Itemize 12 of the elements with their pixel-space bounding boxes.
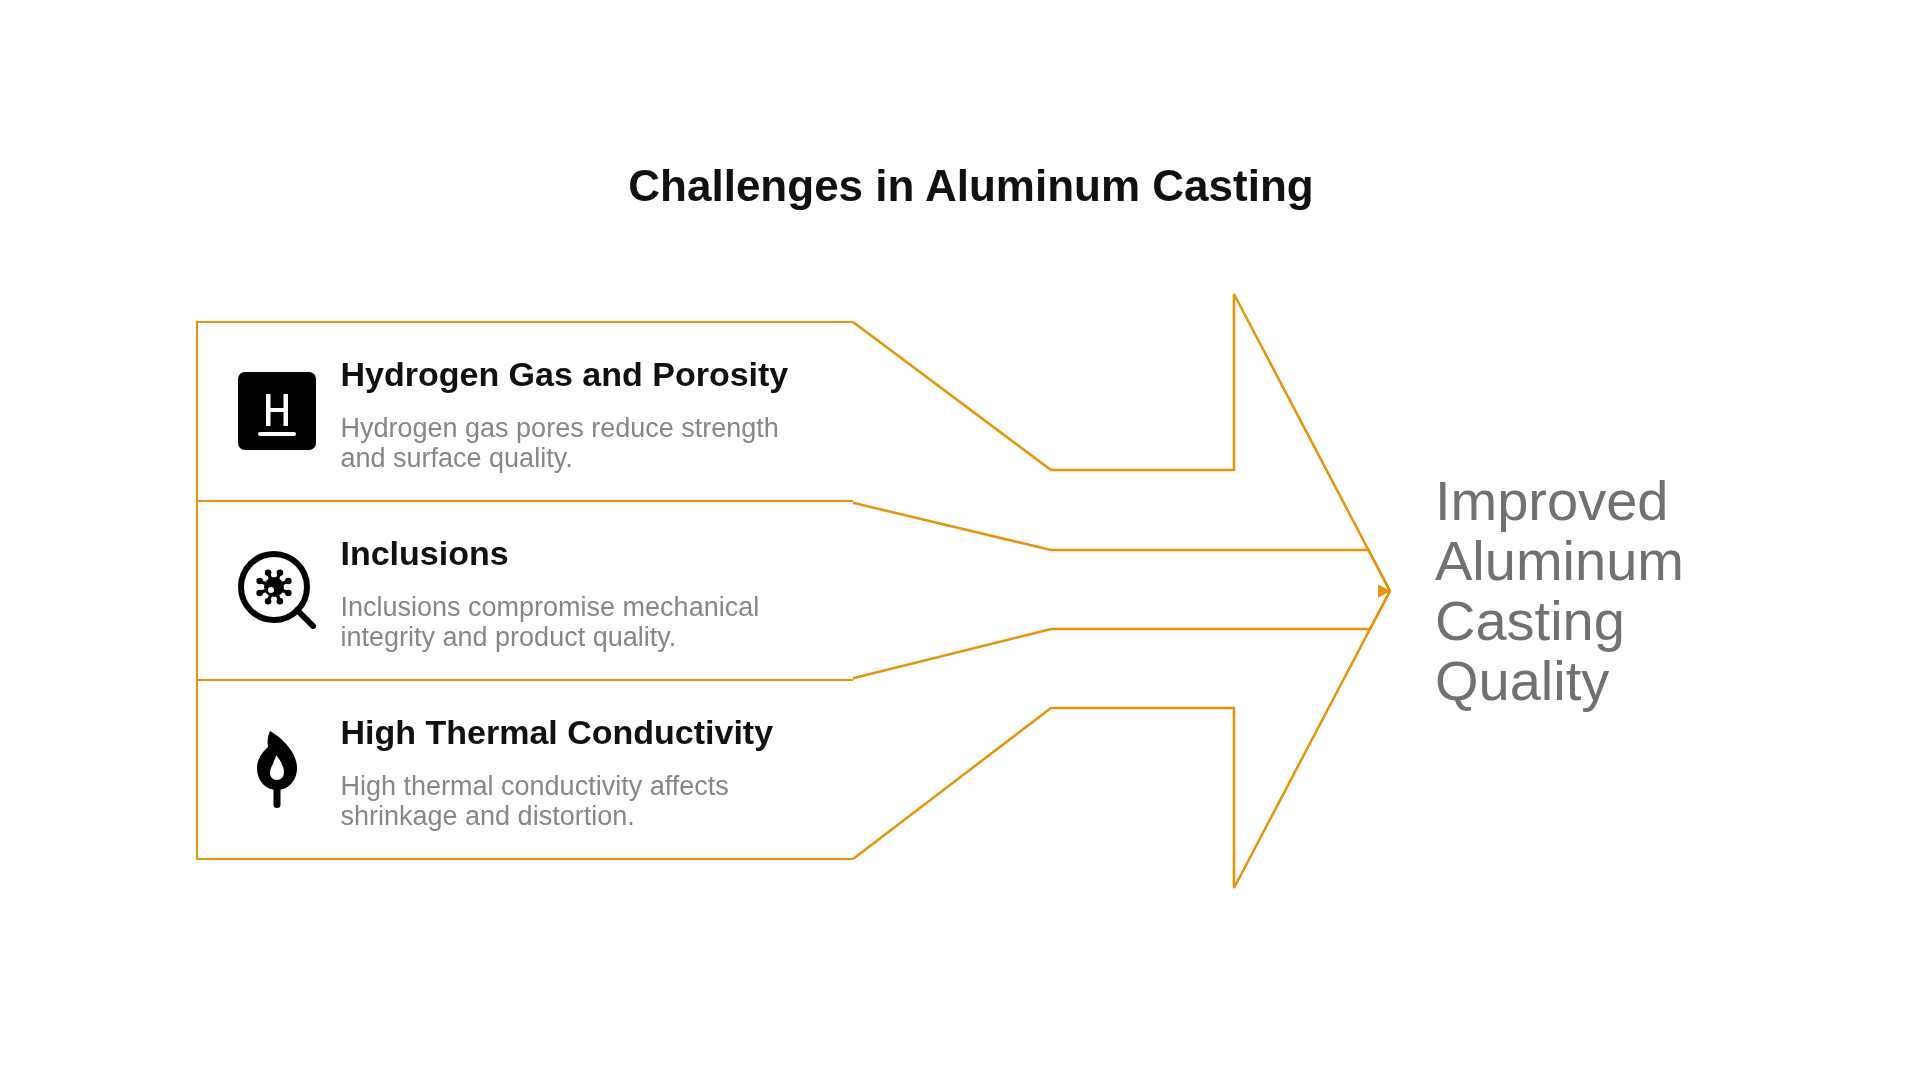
challenge-heading: Hydrogen Gas and Porosity bbox=[340, 353, 789, 394]
challenge-band bbox=[195, 678, 853, 861]
challenge-description: Hydrogen gas pores reduce strength and surface quality. bbox=[340, 412, 780, 473]
challenge-heading: High Thermal Conductivity bbox=[340, 711, 774, 752]
challenge-band bbox=[195, 320, 853, 503]
challenge-heading: Inclusions bbox=[340, 532, 509, 573]
converging-arrow bbox=[852, 584, 1392, 890]
outcome-text: Improved Aluminum Casting Quality bbox=[1435, 471, 1684, 711]
diagram-title: Challenges in Aluminum Casting bbox=[628, 160, 1314, 212]
challenge-description: Inclusions compromise mechanical integrity and product quality. bbox=[340, 591, 761, 652]
converging-arrow bbox=[851, 501, 1392, 680]
challenge-description: High thermal conductivity affects shrinkage and distortion. bbox=[340, 770, 730, 831]
